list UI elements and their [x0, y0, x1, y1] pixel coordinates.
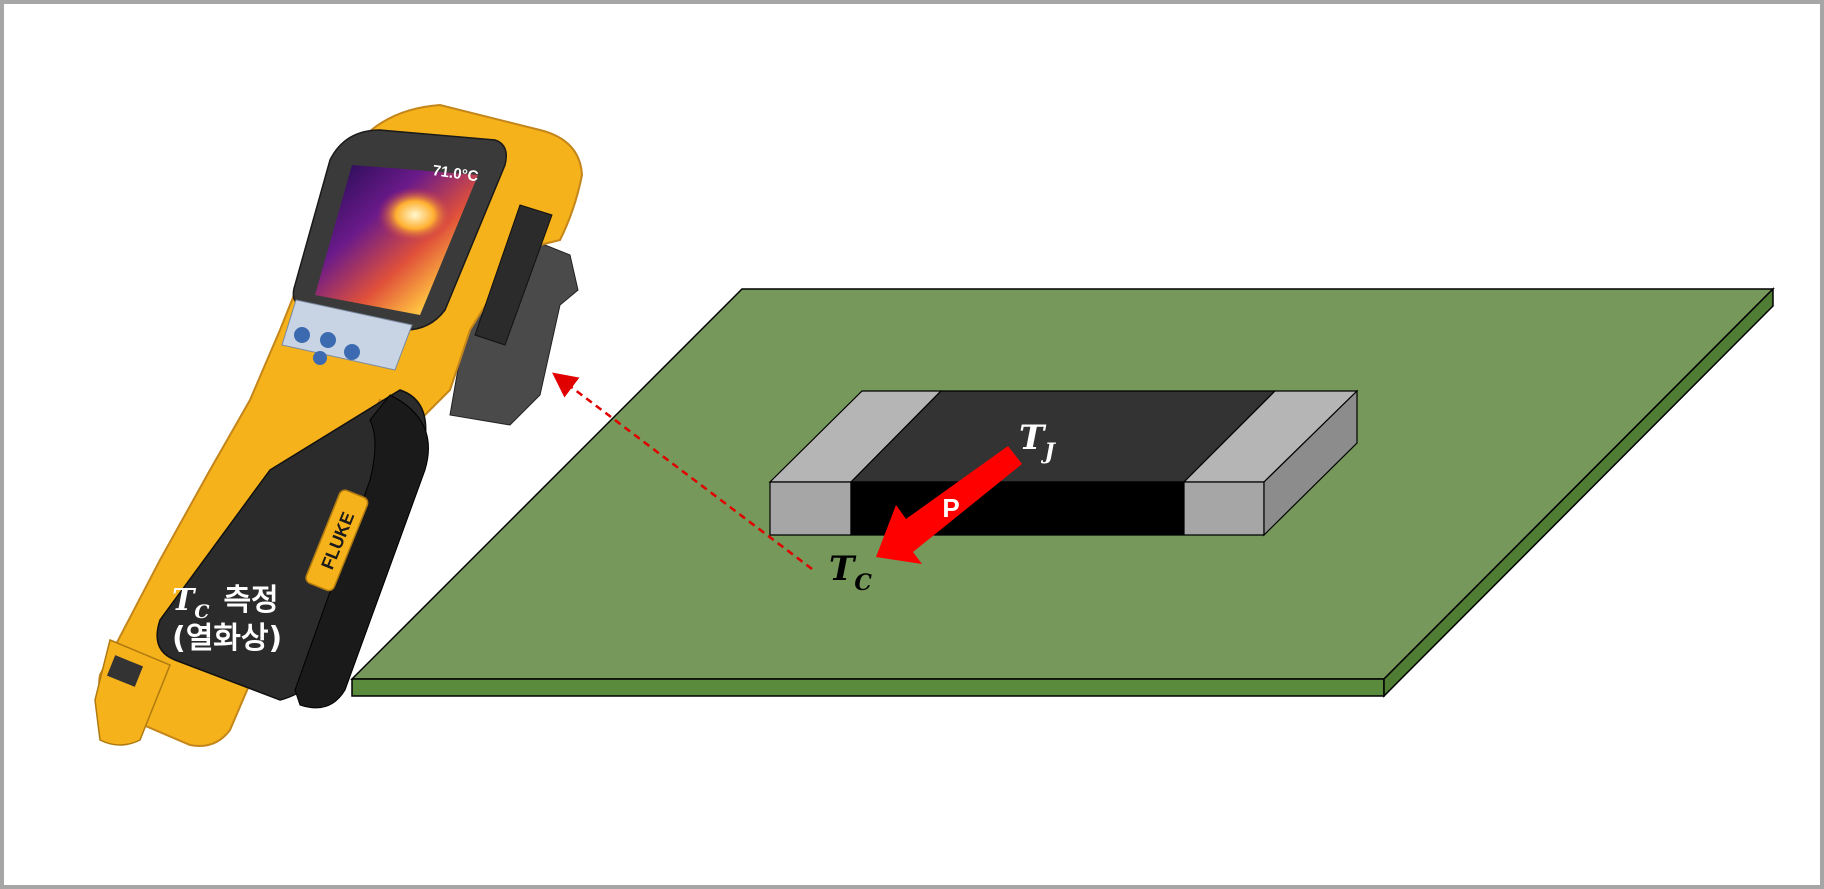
camera-screen-reading: 71.0°C [431, 162, 479, 185]
measure-label: TC 측정 [172, 583, 279, 623]
brand-plate-bg [305, 489, 369, 592]
camera-battery-contact [106, 655, 144, 687]
measure-symbol: T [172, 583, 197, 618]
chip-resistor [768, 389, 1359, 537]
camera-buttons [294, 327, 360, 365]
case-temp-subscript: C [854, 570, 872, 596]
measure-word: 측정 [223, 583, 278, 618]
camera-button-right [344, 344, 360, 360]
camera-button-left [294, 327, 310, 343]
terminal-right-front [1183, 481, 1265, 536]
junction-temp-label: TJ [1019, 418, 1056, 465]
junction-temp-subscript: J [1040, 439, 1056, 465]
thermal-hotspot [377, 187, 453, 243]
case-temp-symbol: T [829, 549, 857, 589]
method-label: (열화상) [172, 621, 282, 656]
measure-subscript: C [194, 601, 209, 623]
power-label: P [942, 493, 959, 523]
camera-button-down [313, 351, 327, 365]
case-temp-label: TC [829, 549, 872, 596]
pcb-side-edge [1383, 287, 1774, 698]
camera-button-panel [281, 299, 413, 371]
terminal-right-side [1263, 389, 1358, 537]
power-arrow: P [876, 446, 1022, 564]
thermal-camera: 71.0°C FLUKE [94, 103, 584, 747]
junction-temp-symbol: T [1019, 418, 1047, 458]
camera-button-center [320, 332, 336, 348]
pcb-front-edge [351, 678, 1385, 697]
measurement-dashed-arrow [552, 372, 813, 570]
camera-hand-strap [294, 394, 429, 709]
power-arrow-shape [876, 446, 1022, 564]
camera-side-panel [474, 204, 553, 346]
terminal-left-front [769, 481, 852, 536]
